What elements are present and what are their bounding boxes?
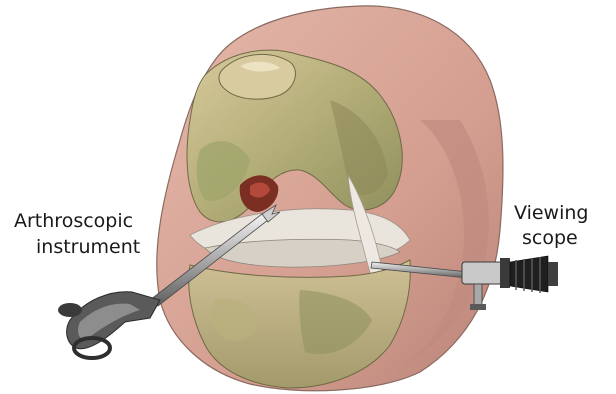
label-right-line1: Viewing bbox=[514, 202, 588, 224]
label-right-line2: scope bbox=[522, 227, 578, 249]
label-viewing-scope: Viewing scope bbox=[514, 202, 588, 249]
label-left-line1: Arthroscopic bbox=[14, 210, 133, 232]
label-arthroscopic-instrument: Arthroscopic instrument bbox=[14, 210, 140, 258]
label-left-line2: instrument bbox=[36, 236, 140, 258]
